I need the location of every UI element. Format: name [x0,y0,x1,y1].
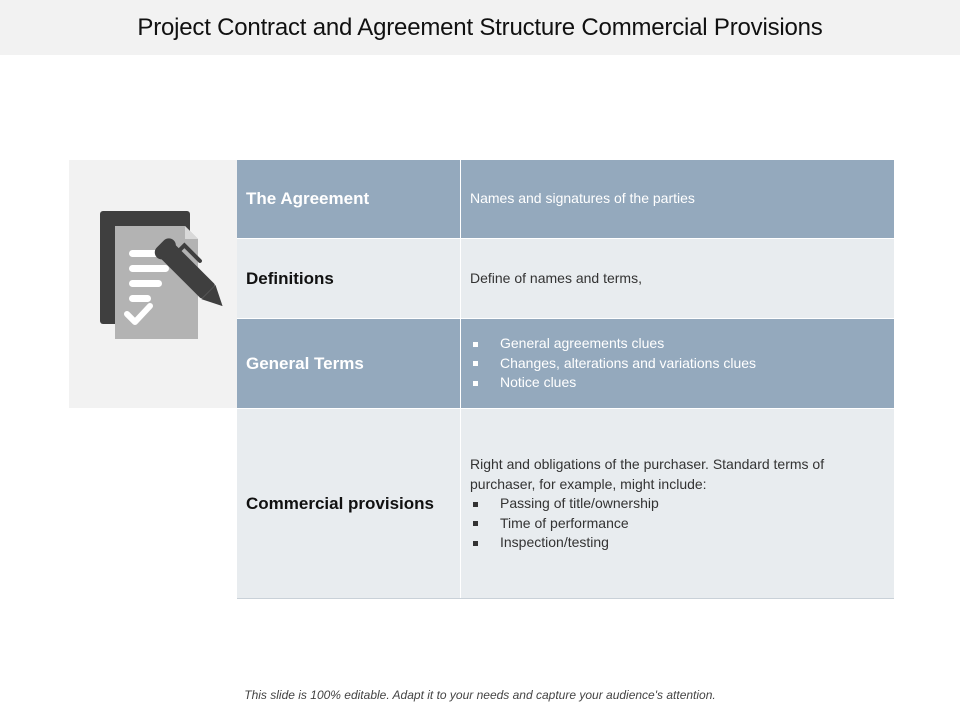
provisions-table: The Agreement Names and signatures of th… [237,160,894,600]
table-bottom-divider [237,598,894,599]
slide-title: Project Contract and Agreement Structure… [137,13,823,41]
bullet-square-icon [473,540,478,546]
row-description: General agreements clues Changes, altera… [461,319,894,408]
bullet-list: Passing of title/ownership Time of perfo… [470,494,880,553]
bullet-list: General agreements clues Changes, altera… [470,334,880,393]
list-item-text: General agreements clues [500,335,665,352]
list-item: Notice clues [470,373,880,393]
contract-signing-icon [100,211,223,339]
row-label: Definitions [237,239,461,318]
table-row: General Terms General agreements clues C… [237,319,894,409]
list-item: Changes, alterations and variations clue… [470,354,880,374]
list-item-text: Changes, alterations and variations clue… [500,354,757,371]
row-description: Right and obligations of the purchaser. … [461,409,894,599]
row-label: Commercial provisions [237,409,461,599]
bullet-square-icon [473,380,478,386]
table-row: Commercial provisions Right and obligati… [237,409,894,600]
row-label: The Agreement [237,160,461,238]
row-label: General Terms [237,319,461,408]
bullet-square-icon [473,361,478,366]
bullet-square-icon [473,341,478,347]
row-description-text: Names and signatures of the parties [470,190,695,207]
list-item-text: Passing of title/ownership [500,495,659,512]
row-description-text: Define of names and terms, [470,269,642,286]
list-item: Inspection/testing [470,533,880,553]
list-item: Time of performance [470,514,880,534]
bullet-square-icon [473,521,478,526]
list-item: General agreements clues [470,334,880,354]
row-description: Define of names and terms, [461,239,894,318]
bullet-square-icon [473,501,478,507]
table-row: Definitions Define of names and terms, [237,239,894,319]
icon-panel [69,160,237,408]
row-description: Names and signatures of the parties [461,160,894,238]
list-item-text: Notice clues [500,374,577,391]
row-description-text: Right and obligations of the purchaser. … [470,456,825,492]
title-bar: Project Contract and Agreement Structure… [0,0,960,55]
list-item: Passing of title/ownership [470,494,880,514]
list-item-text: Inspection/testing [500,534,609,551]
table-row: The Agreement Names and signatures of th… [237,160,894,239]
footer-note: This slide is 100% editable. Adapt it to… [244,688,716,702]
list-item-text: Time of performance [500,514,629,531]
